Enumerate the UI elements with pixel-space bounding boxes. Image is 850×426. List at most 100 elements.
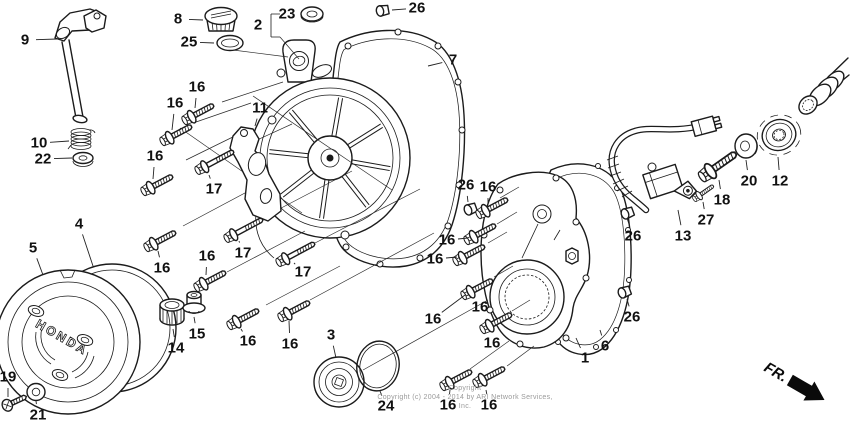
part-round-cover-5: HONDA <box>0 269 141 415</box>
callout-8-label: 8 <box>174 11 182 28</box>
callout-leader-1 <box>575 337 581 349</box>
callout-19-label: 19 <box>0 369 16 386</box>
callout-16-label: 16 <box>472 299 489 316</box>
callout-leader-17 <box>208 174 211 179</box>
callout-16-label: 16 <box>481 397 498 414</box>
callout-leader-3 <box>332 345 337 359</box>
callout-9-label: 9 <box>21 32 29 49</box>
part-spring-10 <box>67 128 96 150</box>
callout-16-label: 16 <box>167 95 184 112</box>
callout-26-label: 26 <box>624 309 641 326</box>
copyright-watermark: Copyright Copyright (c) 2004 - 2014 by A… <box>375 384 555 411</box>
part-bolt-18 <box>694 145 742 187</box>
callout-24-label: 24 <box>378 398 395 415</box>
cover-1-bolt-holes <box>480 174 590 348</box>
callout-leader-13 <box>677 209 682 226</box>
callout-25-label: 25 <box>181 34 198 51</box>
callout-3-label: 3 <box>327 327 335 344</box>
callout-16-label: 16 <box>147 148 164 165</box>
callout-17-label: 17 <box>235 245 252 262</box>
assembly-axis-lines <box>179 36 535 371</box>
part-screw-19 <box>1 394 28 412</box>
callout-11-label: 11 <box>252 100 268 117</box>
cable-connector <box>690 115 723 138</box>
part-washer-22 <box>72 151 94 167</box>
sensor-body <box>642 163 698 200</box>
callout-leader-16 <box>240 328 243 332</box>
callout-12-label: 12 <box>772 173 789 190</box>
callout-leader-7 <box>427 62 443 67</box>
callout-5-label: 5 <box>29 240 37 257</box>
callout-leader-16 <box>152 166 155 180</box>
part-plug-26-top <box>374 3 390 18</box>
part-plug-26-left <box>462 201 479 217</box>
callout-16-label: 16 <box>427 251 444 268</box>
part-washer-20 <box>734 133 758 159</box>
callout-leader-16 <box>157 250 160 258</box>
callout-16-label: 16 <box>440 397 457 414</box>
part-sensor-13-assembly <box>606 115 723 214</box>
callout-15-label: 15 <box>189 326 206 343</box>
cover-5-bosses <box>27 305 94 381</box>
callout-1-label: 1 <box>581 350 589 367</box>
callout-leader-26 <box>466 195 469 203</box>
fr-label: FR. <box>761 359 790 386</box>
callout-leader-27 <box>702 201 705 210</box>
part-right-cover-1 <box>480 171 591 349</box>
callout-20-label: 20 <box>741 173 758 190</box>
part-cap-3 <box>313 356 365 408</box>
callout-leader-16 <box>485 389 488 395</box>
callout-26-label: 26 <box>625 228 642 245</box>
callout-leader-14 <box>172 328 175 338</box>
callout-26-label: 26 <box>458 177 475 194</box>
part-spindle-9 <box>54 8 107 124</box>
callout-leader-16 <box>194 97 197 109</box>
callout-16-label: 16 <box>240 333 257 350</box>
callout-16-label: 16 <box>189 79 206 96</box>
callout-16-label: 16 <box>282 336 299 353</box>
part-fitting-15 <box>182 290 206 314</box>
callout-leader-18 <box>718 179 721 190</box>
callout-27-label: 27 <box>698 212 715 229</box>
callout-leader-26 <box>626 217 630 226</box>
callout-leader-26 <box>391 8 407 11</box>
callout-leader-16 <box>457 237 469 240</box>
callout-23-label: 23 <box>279 6 296 23</box>
callout-leader-16 <box>171 113 175 131</box>
callout-leader-15 <box>193 316 196 324</box>
part-sprocket-12 <box>756 114 802 156</box>
callout-16-label: 16 <box>154 260 171 277</box>
callout-10-label: 10 <box>31 135 48 152</box>
callout-21-label: 21 <box>30 407 47 424</box>
callout-16-label: 16 <box>199 248 216 265</box>
part-washer-21 <box>26 382 46 402</box>
callout-leader-5 <box>36 258 44 276</box>
part-shaft-end <box>798 57 850 115</box>
callout-16-label: 16 <box>480 179 497 196</box>
callout-6-label: 6 <box>601 338 609 355</box>
callout-4-label: 4 <box>75 216 84 233</box>
callout-17-label: 17 <box>295 264 312 281</box>
watermark-line1: Copyright <box>448 385 482 392</box>
callout-22-label: 22 <box>35 151 52 168</box>
callout-leader-16 <box>445 256 458 259</box>
callout-leader-26 <box>626 298 630 307</box>
callout-leader-20 <box>745 159 748 171</box>
callout-leader-16 <box>441 294 466 313</box>
callout-7-label: 7 <box>449 52 457 69</box>
part-clutch-cover <box>249 39 411 259</box>
callout-leader-17 <box>293 262 296 265</box>
part-oil-cap-8 <box>204 6 238 32</box>
callout-leader-22 <box>53 157 73 160</box>
callout-leader-16 <box>288 320 290 334</box>
callout-leader-16 <box>449 389 451 395</box>
callout-14-label: 14 <box>168 340 185 357</box>
callout-leader-24 <box>379 390 383 396</box>
callout-26-label: 26 <box>409 0 426 17</box>
callout-18-label: 18 <box>714 192 731 209</box>
cover-spokes <box>269 97 391 219</box>
fr-arrow-icon <box>786 374 825 401</box>
